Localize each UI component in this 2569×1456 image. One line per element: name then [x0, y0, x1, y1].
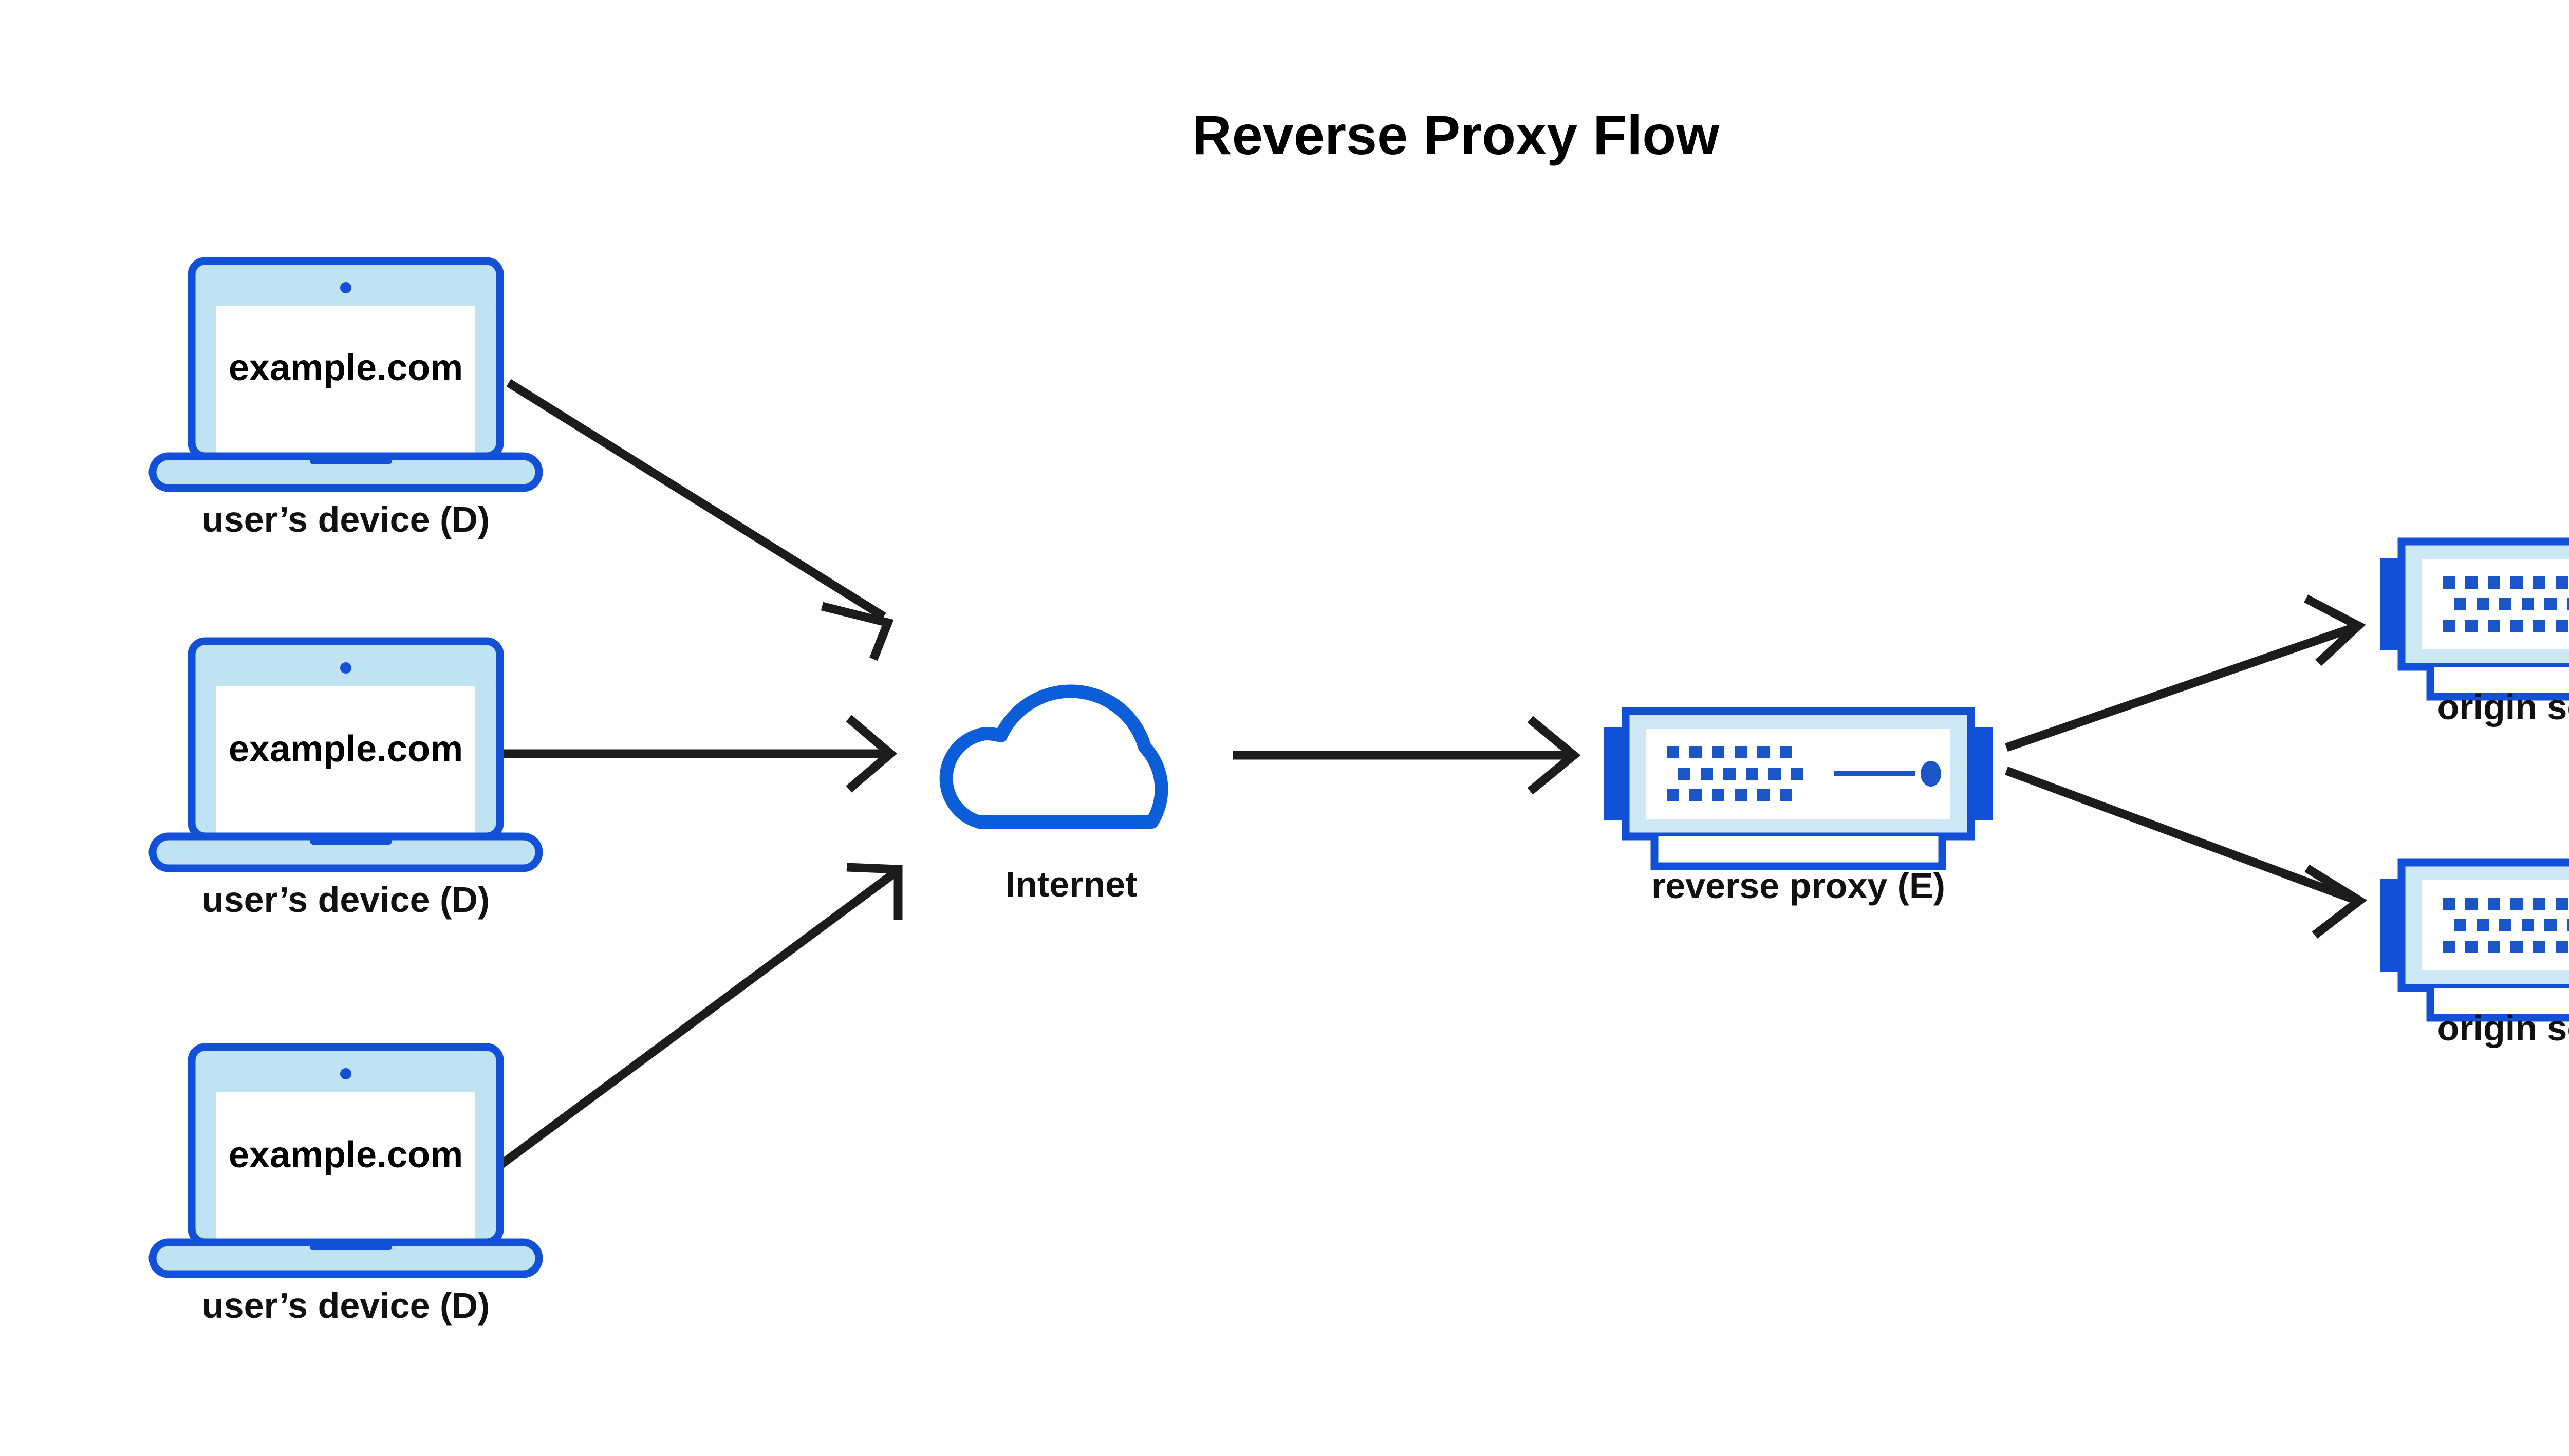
node-origin-bottom[interactable]: origin server (F): [2380, 863, 2569, 1048]
node-client-middle[interactable]: example.com user’s device (D): [153, 641, 539, 920]
reverse-proxy-label: reverse proxy (E): [1651, 866, 1945, 906]
server-icon: [2380, 542, 2569, 697]
origin-bottom-label: origin server (F): [2437, 1008, 2569, 1048]
client-bottom-label: user’s device (D): [202, 1285, 490, 1326]
client-screen-text: example.com: [229, 1134, 463, 1175]
internet-label: Internet: [1006, 864, 1138, 904]
node-reverse-proxy[interactable]: reverse proxy (E): [1604, 711, 1993, 906]
node-origin-top[interactable]: origin server (F): [2380, 542, 2569, 727]
edge-client-top-to-internet: [506, 379, 894, 661]
edge-layer: [494, 379, 2367, 1171]
node-client-bottom[interactable]: example.com user’s device (D): [153, 1047, 539, 1326]
edge-client-middle-to-internet: [502, 715, 898, 793]
client-top-label: user’s device (D): [202, 499, 490, 539]
edge-internet-to-proxy: [1233, 716, 1581, 795]
node-internet[interactable]: Internet: [946, 692, 1162, 904]
edge-proxy-to-origin-bottom-top: [2005, 594, 2366, 752]
client-screen-text: example.com: [229, 347, 463, 388]
client-screen-text: example.com: [229, 729, 463, 770]
server-icon: [2380, 863, 2569, 1018]
edge-proxy-to-origin-bottom: [2005, 767, 2367, 939]
cloud-icon: [946, 692, 1162, 822]
node-client-top[interactable]: example.com user’s device (D): [153, 261, 539, 539]
page-title: Reverse Proxy Flow: [1192, 104, 1720, 166]
client-middle-label: user’s device (D): [202, 880, 490, 920]
edge-client-bottom-to-internet: [494, 863, 903, 1171]
origin-top-label: origin server (F): [2437, 687, 2569, 727]
server-icon: [1604, 711, 1993, 866]
